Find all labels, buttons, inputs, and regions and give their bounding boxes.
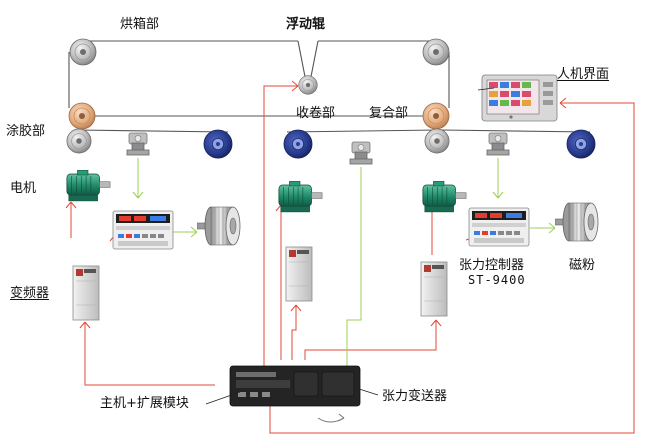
plc-module-icon bbox=[229, 365, 361, 423]
label-controller-model: ST-9400 bbox=[468, 273, 526, 287]
label-oven: 烘箱部 bbox=[120, 17, 160, 32]
rewind-roll-icon bbox=[283, 129, 313, 159]
motor-rewind-icon bbox=[278, 181, 323, 213]
coating-steel-roller-icon bbox=[66, 128, 92, 154]
load-cell-right-icon bbox=[486, 132, 510, 156]
inverter-cabinet-middle-icon bbox=[285, 246, 313, 302]
label-rewind: 收卷部 bbox=[296, 106, 336, 121]
laminate-rubber-roller-icon bbox=[422, 102, 450, 130]
label-leaders bbox=[205, 87, 495, 405]
laminate-steel-roller-icon bbox=[424, 128, 450, 154]
red-signal-lines bbox=[65, 80, 635, 434]
magnetic-brake-left-icon bbox=[197, 206, 241, 246]
tension-controller-right-icon bbox=[468, 207, 530, 247]
unwind-roll-icon bbox=[203, 129, 233, 159]
label-tension-controller: 张力控制器 bbox=[459, 258, 525, 273]
float-roller-icon bbox=[298, 75, 318, 95]
label-magnetic-powder: 磁粉 bbox=[569, 258, 596, 273]
label-motor: 电机 bbox=[10, 181, 37, 196]
laminate-unwind-roll-icon bbox=[566, 129, 596, 159]
green-signal-lines bbox=[132, 158, 556, 366]
oven-roller-left-icon bbox=[69, 38, 97, 66]
hmi-screen-icon bbox=[481, 74, 558, 122]
label-coating: 涂胶部 bbox=[6, 124, 46, 139]
motor-coating-icon bbox=[66, 170, 111, 202]
label-vfd: 变频器 bbox=[10, 286, 50, 301]
label-float-roller: 浮动辊 bbox=[286, 17, 326, 32]
load-cell-left-icon bbox=[126, 132, 150, 156]
coating-rubber-roller-icon bbox=[68, 102, 96, 130]
label-laminate: 复合部 bbox=[369, 106, 409, 121]
web-path bbox=[68, 40, 591, 133]
label-hmi: 人机界面 bbox=[557, 67, 610, 82]
label-main-module: 主机+扩展模块 bbox=[100, 396, 189, 411]
load-cell-middle-icon bbox=[349, 141, 373, 165]
inverter-cabinet-right-icon bbox=[420, 261, 448, 317]
oven-roller-right-icon bbox=[422, 38, 450, 66]
motor-laminate-icon bbox=[422, 181, 467, 213]
tension-controller-left-icon bbox=[112, 210, 174, 250]
label-tension-transmitter: 张力变送器 bbox=[382, 389, 448, 404]
magnetic-brake-right-icon bbox=[555, 202, 599, 242]
inverter-cabinet-left-icon bbox=[72, 265, 100, 321]
